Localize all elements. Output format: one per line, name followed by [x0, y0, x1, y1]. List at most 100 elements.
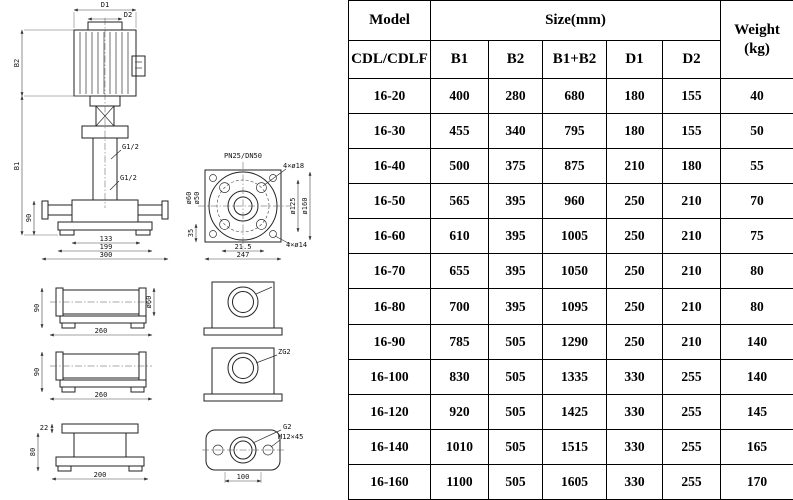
value-cell: 395 [488, 218, 543, 255]
value-cell: 55 [720, 148, 793, 185]
model-cell: 16-120 [348, 393, 431, 430]
header-row-1: Model Size(mm) Weight (kg) [348, 0, 793, 79]
col-header-b1: B1 [430, 40, 489, 79]
value-cell: 1605 [542, 463, 607, 500]
value-cell: 330 [606, 428, 663, 465]
dim-label-d60-flange: ø60 [185, 192, 193, 205]
dim-label-100: 100 [237, 473, 250, 481]
value-cell: 180 [606, 113, 663, 150]
value-cell: 210 [661, 218, 722, 255]
value-cell: 1515 [542, 428, 607, 465]
dim-label-260-s2: 260 [95, 391, 108, 399]
value-cell: 505 [488, 393, 543, 430]
bracket-view-2: ZG2 [203, 347, 291, 402]
weight-unit-label: (kg) [744, 40, 770, 57]
value-cell: 340 [488, 113, 543, 150]
terminal-box [131, 55, 146, 77]
value-cell: 1100 [430, 463, 489, 500]
dim-label-d2: D2 [124, 11, 132, 19]
value-cell: 40 [720, 77, 793, 115]
callout-g12-upper: G1/2 [122, 143, 139, 151]
model-cell: 16-20 [348, 77, 431, 115]
value-cell: 80 [720, 253, 793, 290]
col-header-b2: B2 [488, 40, 543, 79]
side-view-1: 90 260 ø60 [33, 287, 156, 337]
value-cell: 610 [430, 218, 489, 255]
dim-label-80: 80 [29, 448, 37, 456]
dim-label-d160: ø160 [301, 198, 309, 215]
dim-label-b2: B2 [13, 59, 21, 67]
value-cell: 505 [488, 463, 543, 500]
callout-g12-lower: G1/2 [120, 174, 137, 182]
value-cell: 250 [606, 183, 663, 220]
model-cell: 16-50 [348, 183, 431, 220]
model-cell: 16-40 [348, 148, 431, 185]
value-cell: 180 [661, 148, 722, 185]
value-cell: 565 [430, 183, 489, 220]
value-cell: 165 [720, 428, 793, 465]
value-cell: 50 [720, 113, 793, 150]
bracket-view-1 [203, 281, 283, 336]
callout-4xd14: 4×ø14 [286, 241, 307, 249]
model-cell: 16-70 [348, 253, 431, 290]
value-cell: 250 [606, 288, 663, 325]
base-top-view: G2 M12×45 100 [202, 423, 303, 483]
value-cell: 330 [606, 463, 663, 500]
model-cell: 16-160 [348, 463, 431, 500]
dim-label-215: 21.5 [235, 243, 252, 251]
flange-top-view: PN25/DN50 4×ø18 [185, 152, 312, 261]
value-cell: 145 [720, 393, 793, 430]
value-cell: 1005 [542, 218, 607, 255]
value-cell: 375 [488, 148, 543, 185]
value-cell: 785 [430, 323, 489, 360]
dim-label-300: 300 [100, 251, 113, 259]
model-cell: 16-80 [348, 288, 431, 325]
value-cell: 920 [430, 393, 489, 430]
value-cell: 140 [720, 323, 793, 360]
value-cell: 255 [661, 358, 722, 395]
dim-label-b1: B1 [13, 162, 21, 170]
value-cell: 250 [606, 323, 663, 360]
value-cell: 255 [661, 463, 722, 500]
pump-front-view: D1 D2 [13, 1, 169, 261]
model-series-header: CDL/CDLF [348, 40, 431, 79]
dim-label-133: 133 [100, 235, 113, 243]
value-cell: 255 [661, 428, 722, 465]
dim-label-d1: D1 [101, 1, 109, 9]
value-cell: 330 [606, 393, 663, 430]
weight-label: Weight [734, 21, 780, 38]
value-cell: 680 [542, 77, 607, 115]
side-view-2: 90 260 [33, 351, 153, 401]
value-cell: 960 [542, 183, 607, 220]
value-cell: 1425 [542, 393, 607, 430]
value-cell: 395 [488, 183, 543, 220]
value-cell: 80 [720, 288, 793, 325]
value-cell: 1335 [542, 358, 607, 395]
value-cell: 500 [430, 148, 489, 185]
value-cell: 505 [488, 428, 543, 465]
callout-pn25-dn50: PN25/DN50 [224, 152, 262, 160]
value-cell: 1010 [430, 428, 489, 465]
pump-drawing-svg: D1 D2 [13, 1, 312, 483]
value-cell: 210 [661, 288, 722, 325]
callout-4xd18: 4×ø18 [283, 162, 304, 170]
value-cell: 170 [720, 463, 793, 500]
value-cell: 280 [488, 77, 543, 115]
value-cell: 210 [661, 253, 722, 290]
col-header-d1: D1 [606, 40, 663, 79]
model-cell: 16-140 [348, 428, 431, 465]
value-cell: 400 [430, 77, 489, 115]
size-header: Size(mm) [429, 0, 722, 41]
spec-table: Model Size(mm) Weight (kg) CDL/CDLF B1 B… [348, 0, 793, 500]
dim-label-22: 22 [40, 424, 48, 432]
callout-m12x45: M12×45 [278, 433, 303, 441]
value-cell: 250 [606, 218, 663, 255]
